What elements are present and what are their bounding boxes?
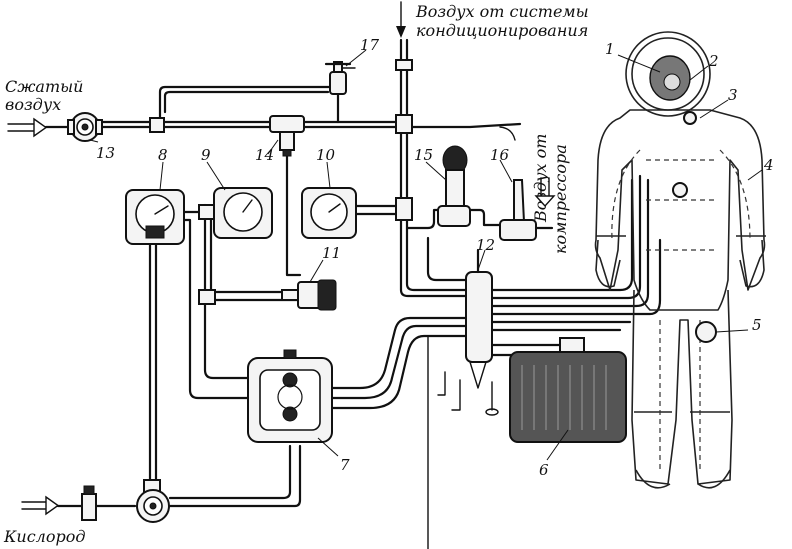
callout-15: 15 [414, 146, 433, 164]
caption-oxygen: Кислород [3, 527, 85, 546]
component-14-tee [269, 115, 305, 157]
gauge-10 [301, 187, 357, 239]
gauge-9 [213, 187, 273, 239]
arrow-compressed-air-in [7, 117, 48, 138]
helmet-valve [683, 111, 697, 125]
oxygen-reducer [81, 485, 170, 523]
callout-12: 12 [476, 236, 495, 254]
gauge-8 [125, 189, 185, 245]
arrow-conditioning-air-in [396, 1, 406, 38]
caption-air-from-conditioning-2: кондиционирования [416, 21, 588, 40]
callout-9: 9 [201, 146, 211, 164]
suit-valve-5 [695, 321, 717, 343]
component-11 [281, 279, 337, 311]
callout-14: 14 [255, 146, 274, 164]
callout-10: 10 [316, 146, 336, 164]
pipe-junctions [143, 59, 413, 493]
leader-lines [89, 49, 763, 461]
arrow-oxygen-in [21, 495, 60, 516]
callout-3: 3 [728, 86, 738, 104]
component-16 [499, 179, 554, 241]
helmet [625, 31, 711, 117]
callout-16: 16 [490, 146, 510, 164]
callout-8: 8 [158, 146, 168, 164]
component-6-box [509, 337, 627, 443]
arrow-compressor-air-in [534, 177, 556, 208]
component-13-reducer [67, 112, 103, 142]
component-12-panel [465, 248, 493, 389]
callout-6: 6 [539, 461, 549, 479]
callout-4: 4 [763, 156, 774, 174]
component-7-unit [247, 349, 333, 443]
callout-17: 17 [360, 36, 380, 54]
callout-13: 13 [96, 144, 115, 162]
component-15 [437, 145, 471, 227]
callout-2: 2 [708, 52, 719, 70]
callout-5: 5 [752, 316, 762, 334]
caption-compressed-air-1: Сжатый [5, 77, 83, 96]
callout-11: 11 [322, 244, 341, 262]
callout-1: 1 [605, 40, 615, 58]
caption-air-from-compressor-2: компрессора [551, 144, 570, 254]
caption-air-from-conditioning-1: Воздух от системы [415, 2, 589, 21]
caption-compressed-air-2: воздух [5, 95, 61, 114]
component-17-valve [324, 61, 352, 95]
callout-7: 7 [340, 456, 350, 474]
